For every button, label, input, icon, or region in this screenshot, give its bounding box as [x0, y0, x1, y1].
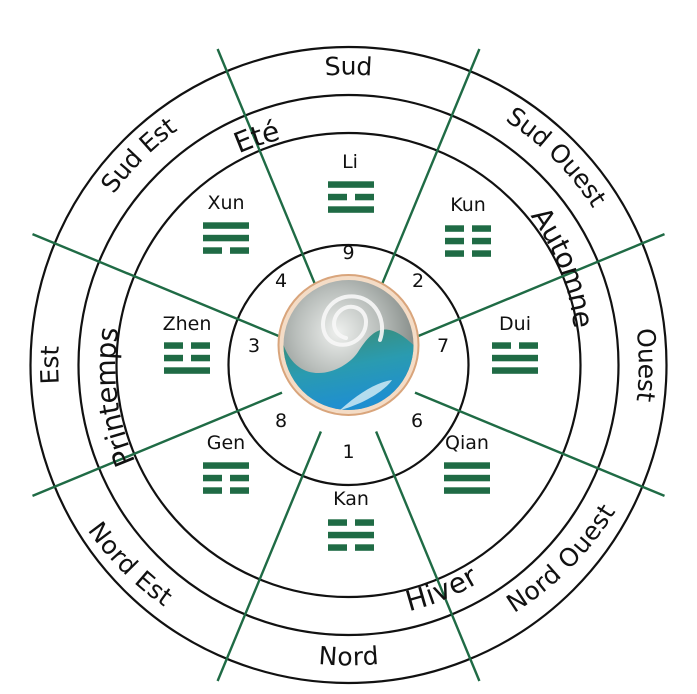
trigram-li-line-2-seg-1 — [328, 193, 347, 201]
ray-w-nw — [216, 48, 323, 299]
trigram-kan-line-1-seg-1 — [328, 519, 347, 526]
ray-e-se — [374, 431, 481, 682]
trigram-xun-line-3-seg-2 — [230, 247, 249, 254]
trigram-qian-line-1 — [444, 462, 490, 469]
trigram-gen-line-3-seg-1 — [203, 487, 222, 494]
trigram-name-dui: Dui — [499, 313, 531, 335]
directions-ring — [29, 45, 668, 685]
direction-nord-ouest: Nord Ouest — [501, 499, 620, 618]
trigram-gen-line-3-seg-2 — [230, 487, 249, 494]
trigram-kan-line-3-seg-2 — [355, 544, 374, 551]
trigram-zhen-line-2-seg-2 — [191, 354, 210, 362]
direction-sud-est: Sud Est — [95, 111, 182, 198]
trigram-kun-line-3-seg-1 — [445, 250, 464, 257]
trigram-xun-line-2 — [203, 234, 249, 242]
trigram-li-icon — [328, 181, 374, 213]
trigram-name-xun: Xun — [207, 192, 244, 214]
trigram-qian-icon — [444, 462, 490, 494]
number-gen: 8 — [275, 410, 287, 432]
number-qian: 6 — [411, 410, 423, 432]
trigram-dui-line-1-seg-1 — [492, 342, 511, 349]
trigram-li-line-2-seg-2 — [355, 193, 374, 201]
ray-w-sw — [32, 232, 283, 339]
trigram-xun-line-3-seg-1 — [203, 247, 222, 254]
number-kan: 1 — [342, 441, 354, 463]
ray-e-ne — [414, 391, 665, 498]
trigram-zhen-icon — [164, 342, 210, 374]
trigram-li-line-1 — [328, 181, 374, 188]
trigram-xun-line-1 — [203, 222, 249, 229]
trigram-name-qian: Qian — [445, 432, 489, 454]
trigram-dui-line-1-seg-2 — [519, 342, 538, 349]
trigram-zhen-line-2-seg-1 — [164, 354, 183, 362]
seasons-ring-inner — [115, 131, 582, 599]
trigram-kun-line-2-seg-1 — [445, 237, 464, 245]
number-xun: 4 — [275, 270, 287, 292]
trigram-name-gen: Gen — [207, 432, 245, 454]
ray-s-se — [216, 431, 323, 682]
trigram-kun-line-1-seg-2 — [472, 225, 491, 232]
number-dui: 7 — [437, 335, 449, 357]
direction-ouest: Ouest — [631, 327, 662, 404]
trigram-qian-line-2 — [444, 474, 490, 482]
direction-est: Est — [35, 345, 65, 385]
trigram-gen-line-2-seg-2 — [230, 474, 249, 482]
trigram-gen-icon — [203, 462, 249, 494]
direction-nord: Nord — [318, 641, 380, 671]
number-li: 9 — [342, 242, 354, 264]
trigram-kan-icon — [328, 519, 374, 551]
trigram-kun-line-3-seg-2 — [472, 250, 491, 257]
trigram-zhen-line-1-seg-1 — [164, 342, 183, 349]
trigram-dui-line-2 — [492, 354, 538, 362]
seasons-ring-outer — [77, 93, 620, 637]
ray-n-ne — [414, 232, 665, 339]
season-hiver: Hiver — [402, 559, 484, 618]
trigram-kun-icon — [445, 225, 491, 257]
trigram-name-kan: Kan — [333, 488, 369, 510]
ray-s-sw — [32, 391, 283, 498]
trigram-kun-line-1-seg-1 — [445, 225, 464, 232]
trigram-dui-line-3 — [492, 367, 538, 374]
trigram-name-zhen: Zhen — [163, 313, 212, 335]
trigram-gen-line-1 — [203, 462, 249, 469]
number-kun: 2 — [412, 270, 424, 292]
trigram-name-kun: Kun — [450, 194, 486, 216]
season-printemps: Printemps — [89, 325, 142, 472]
numbers-ring — [227, 243, 470, 487]
yin-yang-icon — [277, 274, 420, 416]
number-zhen: 3 — [248, 335, 260, 357]
trigram-kan-line-3-seg-1 — [328, 544, 347, 551]
sector-dividers — [32, 48, 665, 682]
trigram-dui-icon — [492, 342, 538, 374]
trigram-kun-line-2-seg-2 — [472, 237, 491, 245]
trigram-name-li: Li — [342, 151, 358, 173]
trigram-xun-icon — [203, 222, 249, 254]
trigram-qian-line-3 — [444, 487, 490, 494]
direction-sud: Sud — [324, 51, 373, 81]
trigram-kan-line-1-seg-2 — [355, 519, 374, 526]
season-ete: Eté — [229, 114, 283, 160]
trigram-zhen-line-1-seg-2 — [191, 342, 210, 349]
trigram-gen-line-2-seg-1 — [203, 474, 222, 482]
trigram-li-line-3 — [328, 206, 374, 213]
trigram-kan-line-2 — [328, 531, 374, 539]
trigram-zhen-line-3 — [164, 367, 210, 374]
ray-n-nw — [374, 48, 481, 299]
